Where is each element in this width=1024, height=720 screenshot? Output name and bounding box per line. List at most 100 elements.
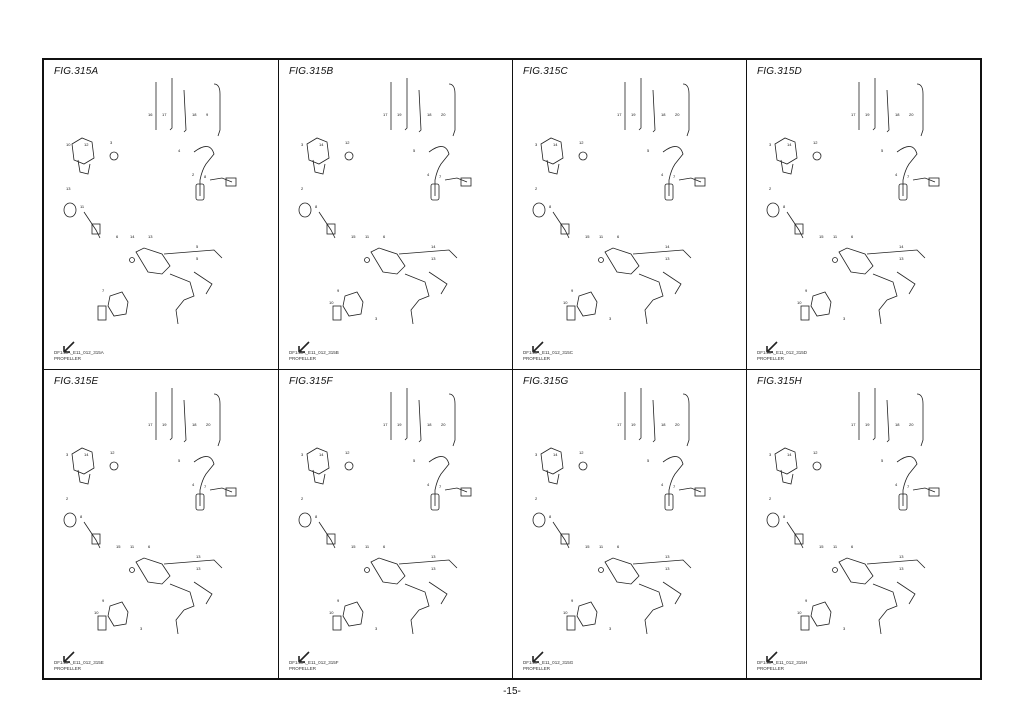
part-callout: 11: [130, 544, 135, 549]
page-number: -15-: [503, 686, 521, 697]
part-callout: 2: [535, 186, 538, 191]
part-callout: 14: [553, 142, 558, 147]
part-callout: 12: [84, 142, 89, 147]
part-callout: 13: [665, 256, 670, 261]
part-callout: 3: [535, 142, 538, 147]
part-callout: 3: [66, 452, 69, 457]
part-callout: 14: [319, 142, 324, 147]
part-callout: 14: [84, 452, 89, 457]
part-callout: 6: [851, 544, 854, 549]
part-callout: 8: [783, 514, 786, 519]
part-callout: 9: [571, 288, 574, 293]
figure-code: DF140A_E11_012_315B PROPELLER: [289, 350, 339, 362]
part-callout: 5: [196, 256, 199, 261]
part-callout: 7: [673, 174, 676, 179]
part-callout: 13: [66, 186, 71, 191]
part-callout: 8: [315, 204, 318, 209]
part-callout: 13: [899, 554, 904, 559]
part-callout: 4: [178, 148, 181, 153]
part-callout: 7: [673, 484, 676, 489]
figure-code: DF140A_E11_012_315D PROPELLER: [757, 350, 807, 362]
part-callout: 3: [843, 316, 846, 321]
part-callout: 2: [535, 496, 538, 501]
figure-code-note: PROPELLER: [757, 666, 785, 671]
part-callout: 17: [162, 112, 167, 117]
figure-title: FIG.315F: [289, 376, 333, 387]
part-callout: 20: [675, 112, 680, 117]
part-callout: 15: [351, 544, 356, 549]
part-callout: 15: [585, 234, 590, 239]
part-callout: 10: [66, 142, 71, 147]
figure-code-id: DF140A_E11_012_315A: [54, 350, 104, 355]
part-callout: 5: [881, 148, 884, 153]
part-callout: 11: [599, 234, 604, 239]
figure-panel-fig315a: FIG.315A: [44, 60, 278, 369]
part-callout: 9: [102, 598, 105, 603]
part-callout: 12: [110, 450, 115, 455]
part-callout: 20: [441, 112, 446, 117]
figure-code-id: DF140A_E11_012_315D: [757, 350, 807, 355]
part-callout: 6: [617, 544, 620, 549]
part-callout: 4: [192, 482, 195, 487]
part-callout: 9: [805, 288, 808, 293]
part-callout: 4: [427, 482, 430, 487]
figure-panel-fig315h: FIG.315H: [746, 369, 980, 678]
figure-title: FIG.315C: [523, 66, 568, 77]
figure-code-note: PROPELLER: [757, 356, 785, 361]
part-callout: 12: [579, 140, 584, 145]
part-callout: 4: [895, 172, 898, 177]
figure-code-note: PROPELLER: [523, 666, 551, 671]
part-callout: 10: [329, 300, 334, 305]
figure-title: FIG.315G: [523, 376, 569, 387]
figure-code: DF140A_E11_012_315A PROPELLER: [54, 350, 104, 362]
part-callout: 10: [94, 610, 99, 615]
part-callout: 19: [397, 112, 402, 117]
part-callout: 12: [579, 450, 584, 455]
part-callout: 10: [797, 610, 802, 615]
figure-code-note: PROPELLER: [54, 356, 82, 361]
figure-code-id: DF140A_E11_012_315F: [289, 660, 339, 665]
part-callout: 20: [206, 422, 211, 427]
figure-code-id: DF140A_E11_012_315G: [523, 660, 574, 665]
part-callout: 3: [843, 626, 846, 631]
part-callout: 3: [609, 316, 612, 321]
part-callout: 10: [563, 300, 568, 305]
figure-panel-fig315b: FIG.315B: [278, 60, 512, 369]
part-callout: 14: [130, 234, 135, 239]
part-callout: 2: [192, 172, 195, 177]
part-callout: 3: [140, 626, 143, 631]
figure-code-id: DF140A_E11_012_315E: [54, 660, 104, 665]
part-callout: 15: [819, 544, 824, 549]
part-callout: 19: [865, 422, 870, 427]
part-callout: 18: [661, 112, 666, 117]
part-callout: 6: [383, 544, 386, 549]
figure-code: DF140A_E11_012_315C PROPELLER: [523, 350, 573, 362]
figure-panel-fig315e: FIG.315E: [44, 369, 278, 678]
part-callout: 12: [345, 450, 350, 455]
part-callout: 2: [301, 186, 304, 191]
part-callout: 17: [383, 112, 388, 117]
part-callout: 7: [907, 484, 910, 489]
figure-title: FIG.315E: [54, 376, 99, 387]
part-callout: 4: [661, 482, 664, 487]
figure-code: DF140A_E11_012_315F PROPELLER: [289, 660, 338, 672]
part-callout: 11: [365, 234, 370, 239]
part-callout: 8: [549, 204, 552, 209]
part-callout: 3: [110, 140, 113, 145]
part-callout: 10: [563, 610, 568, 615]
part-callout: 14: [431, 244, 436, 249]
part-callout: 18: [661, 422, 666, 427]
part-callout: 10: [797, 300, 802, 305]
part-callout: 13: [899, 566, 904, 571]
figure-code-note: PROPELLER: [523, 356, 551, 361]
part-callout: 19: [397, 422, 402, 427]
part-callout: 8: [783, 204, 786, 209]
part-callout: 2: [66, 496, 69, 501]
part-callout: 8: [80, 514, 83, 519]
